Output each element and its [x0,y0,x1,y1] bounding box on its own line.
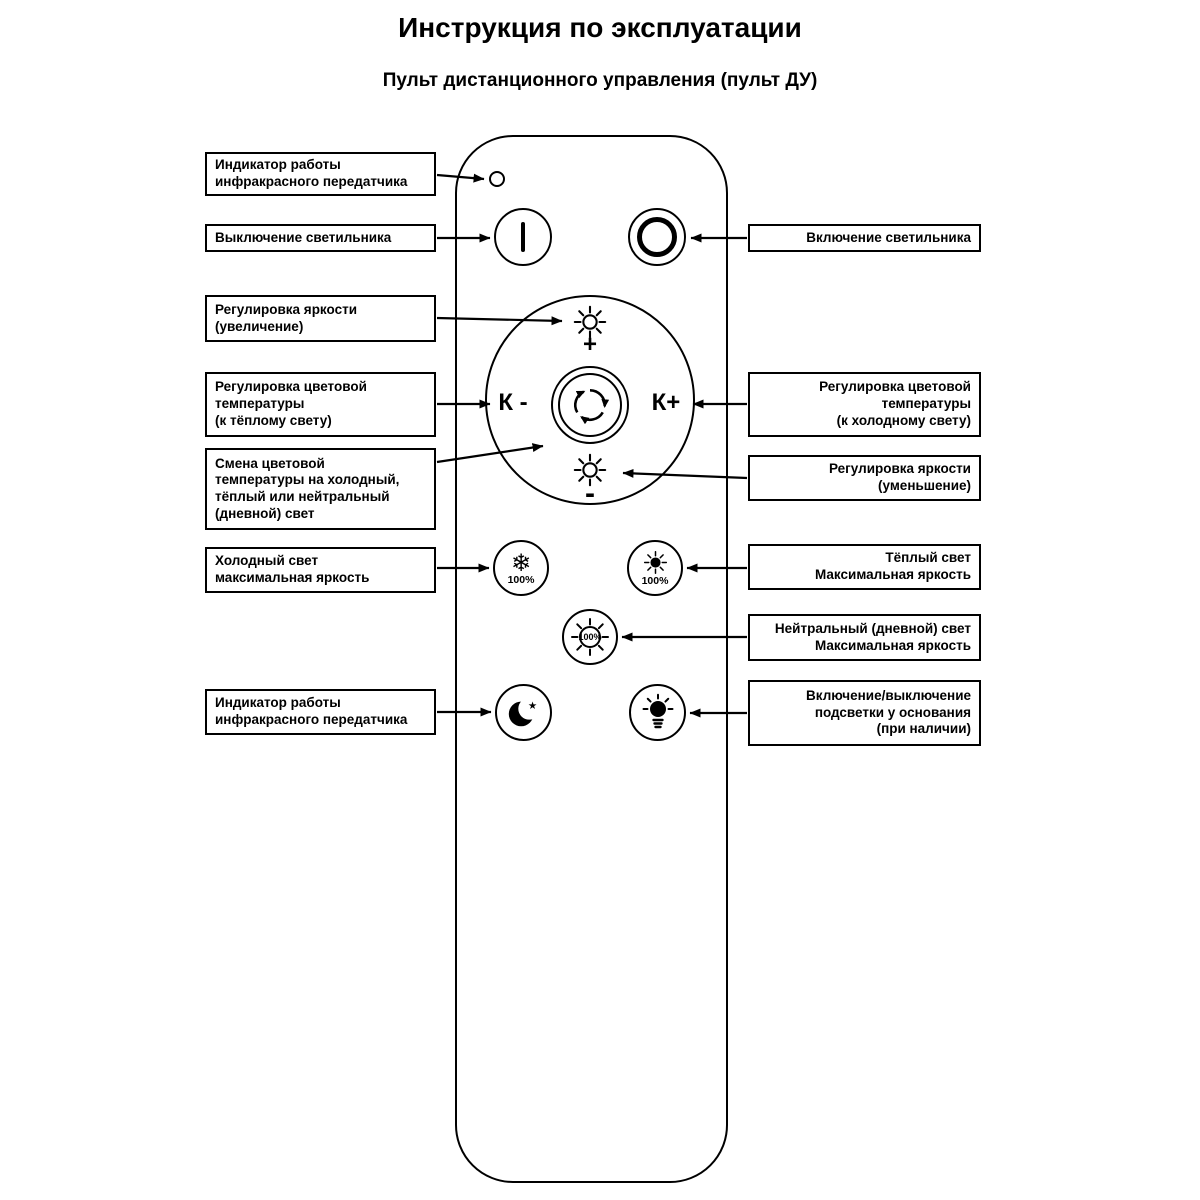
label-backlight: Включение/выключение подсветки у основан… [748,680,981,746]
cold-percent-label: 100% [507,573,535,586]
label-cold-max: Холодный свет максимальная яркость [205,547,436,593]
label-temp-cycle: Смена цветовой температуры на холодный, … [205,448,436,530]
page-subtitle: Пульт дистанционного управления (пульт Д… [382,70,818,91]
night-mode-button: ★ [495,684,552,741]
neutral-percent-label: 100% [578,632,602,642]
color-temp-cycle-button [551,366,629,444]
label-power-on: Включение светильника [748,224,981,252]
backlight-button [629,684,686,741]
bulb-icon [642,693,673,728]
brightness-plus-label: + [582,331,597,358]
label-temp-cold: Регулировка цветовой температуры (к холо… [748,372,981,437]
label-warm-max: Тёплый свет Максимальная яркость [748,544,981,590]
label-temp-warm: Регулировка цветовой температуры (к тёпл… [205,372,436,437]
cycle-arrows-icon [574,388,610,425]
label-brightness-up: Регулировка яркости (увеличение) [205,295,436,342]
ir-indicator-light [489,171,505,187]
label-neutral-max: Нейтральный (дневной) свет Максимальная … [748,614,981,661]
moon-icon: ★ [508,697,540,726]
sun-outline-icon [571,618,609,656]
label-power-off: Выключение светильника [205,224,436,252]
warm-percent-label: 100% [641,575,669,588]
cold-max-button: ❄ 100% [493,540,549,596]
k-plus-label: К+ [651,389,681,416]
neutral-max-button: 100% [562,609,618,665]
star-icon: ★ [527,700,536,712]
color-temp-cycle-inner-ring [558,373,622,437]
warm-max-button: 100% [627,540,683,596]
power-off-button [494,208,552,266]
power-on-button [628,208,686,266]
snowflake-icon: ❄ [510,548,532,577]
page-title: Инструкция по эксплуатации [398,12,802,43]
sun-filled-icon [643,551,667,575]
k-minus-label: К - [498,389,528,416]
power-off-bar-icon [521,222,525,252]
label-brightness-down: Регулировка яркости (уменьшение) [748,455,981,501]
brightness-minus-label: - [585,477,595,510]
label-night-mode: Индикатор работы инфракрасного передатчи… [205,689,436,735]
label-ir-indicator-top: Индикатор работы инфракрасного передатчи… [205,152,436,196]
power-on-ring-icon [637,217,677,257]
